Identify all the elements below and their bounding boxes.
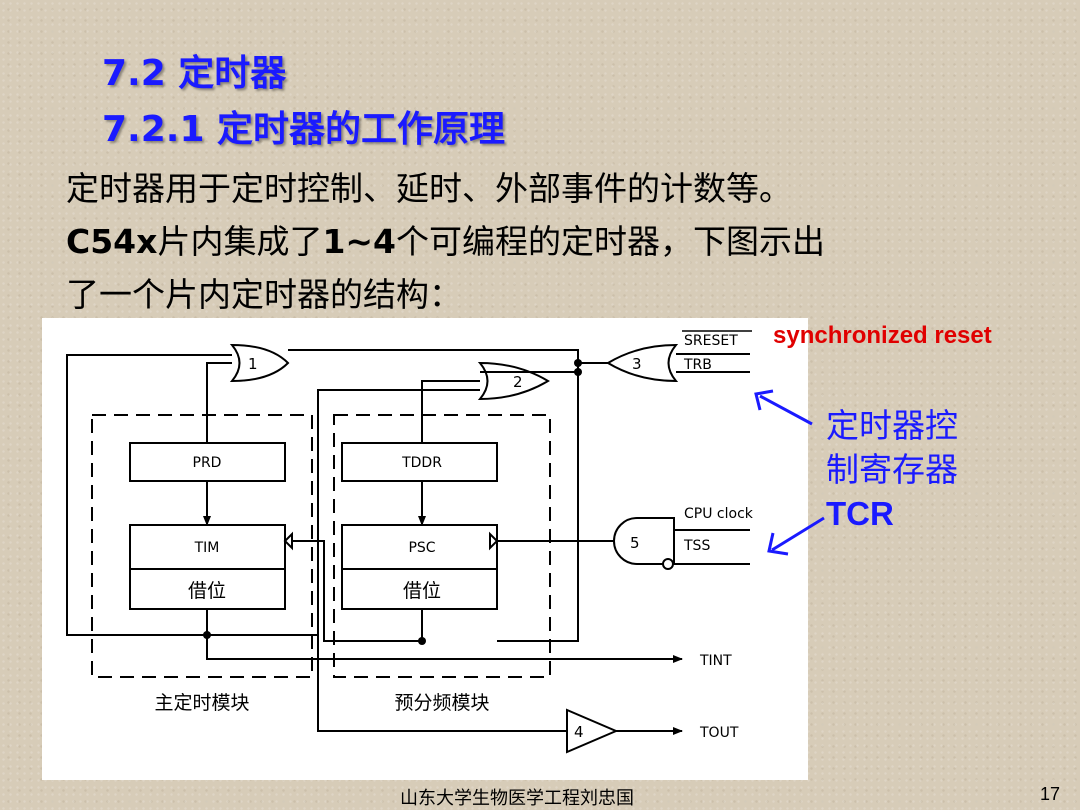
footer-author: 山东大学生物医学工程刘忠国: [400, 788, 634, 809]
or-gate-3: [606, 343, 679, 383]
psc-borrow-label: 借位: [403, 580, 441, 602]
sreset-label: SRESET: [684, 333, 738, 349]
tim-borrow-label: 借位: [188, 580, 226, 602]
subsection-title: 7.2.1 定时器的工作原理: [102, 109, 506, 150]
main-module-label: 主定时模块: [154, 692, 249, 714]
page-number: 17: [1040, 784, 1061, 804]
and-gate-5: [613, 517, 675, 565]
tddr-label: TDDR: [401, 455, 442, 471]
trb-label: TRB: [683, 357, 712, 373]
tddr-register: [341, 442, 498, 482]
section-title: 7.2 定时器: [102, 53, 287, 94]
prescaler-module-label: 预分频模块: [394, 692, 489, 714]
body-line-1: 定时器用于定时控制、延时、外部事件的计数等。: [66, 169, 792, 208]
tcr-line-2: 制寄存器: [826, 450, 958, 489]
gate-2-label: 2: [513, 373, 523, 391]
psc-label: PSC: [408, 540, 435, 556]
arrow-head-trb: [754, 389, 774, 411]
tcr-line-3: TCR: [826, 495, 894, 532]
timer-structure-diagram: 1 2 3 5 4 PRD TIM TDDR PSC 借位 借位 主定时模块 预…: [42, 318, 808, 780]
or-gate-2: [477, 361, 550, 401]
body-line-2: C54x片内集成了1~4个可编程的定时器，下图示出: [66, 215, 1066, 268]
diagram-svg: 1 2 3 5 4 PRD TIM TDDR PSC 借位 借位 主定时模块 预…: [66, 330, 754, 754]
tim-label: TIM: [194, 540, 220, 556]
gate-3-label: 3: [632, 355, 642, 373]
gate-5-label: 5: [630, 534, 640, 552]
body-line-2-text-a: 片内集成了: [157, 222, 323, 261]
body-line-2-text-b: 个可编程的定时器，下图示出: [396, 222, 826, 261]
tcr-annotation: 定时器控 制寄存器 TCR: [826, 404, 1026, 536]
arrow-head-tss: [767, 532, 789, 556]
annotation-arrows: [754, 389, 825, 556]
arrow-to-tss: [771, 516, 825, 552]
body-line-3: 了一个片内定时器的结构：: [66, 275, 462, 314]
prd-label: PRD: [193, 455, 222, 471]
prescaler-module-box: [333, 414, 551, 678]
body-paragraph: 定时器用于定时控制、延时、外部事件的计数等。 C54x片内集成了1~4个可编程的…: [66, 162, 1066, 321]
timer-count: 1~4: [322, 222, 397, 261]
gate-1-label: 1: [248, 355, 258, 373]
cpu-clock-label: CPU clock: [684, 506, 754, 522]
tss-inverter-bubble: [662, 558, 674, 570]
arrow-to-trb: [759, 394, 813, 426]
chip-name: C54x: [66, 222, 158, 261]
gate-4-label: 4: [574, 723, 584, 741]
tcr-line-1: 定时器控: [826, 406, 958, 445]
tss-label: TSS: [683, 538, 710, 554]
or-gate-1: [229, 343, 290, 383]
main-module-box: [91, 414, 313, 678]
sync-reset-annotation: synchronized reset: [773, 322, 992, 349]
tint-label: TINT: [699, 653, 732, 669]
tout-label: TOUT: [699, 725, 739, 741]
